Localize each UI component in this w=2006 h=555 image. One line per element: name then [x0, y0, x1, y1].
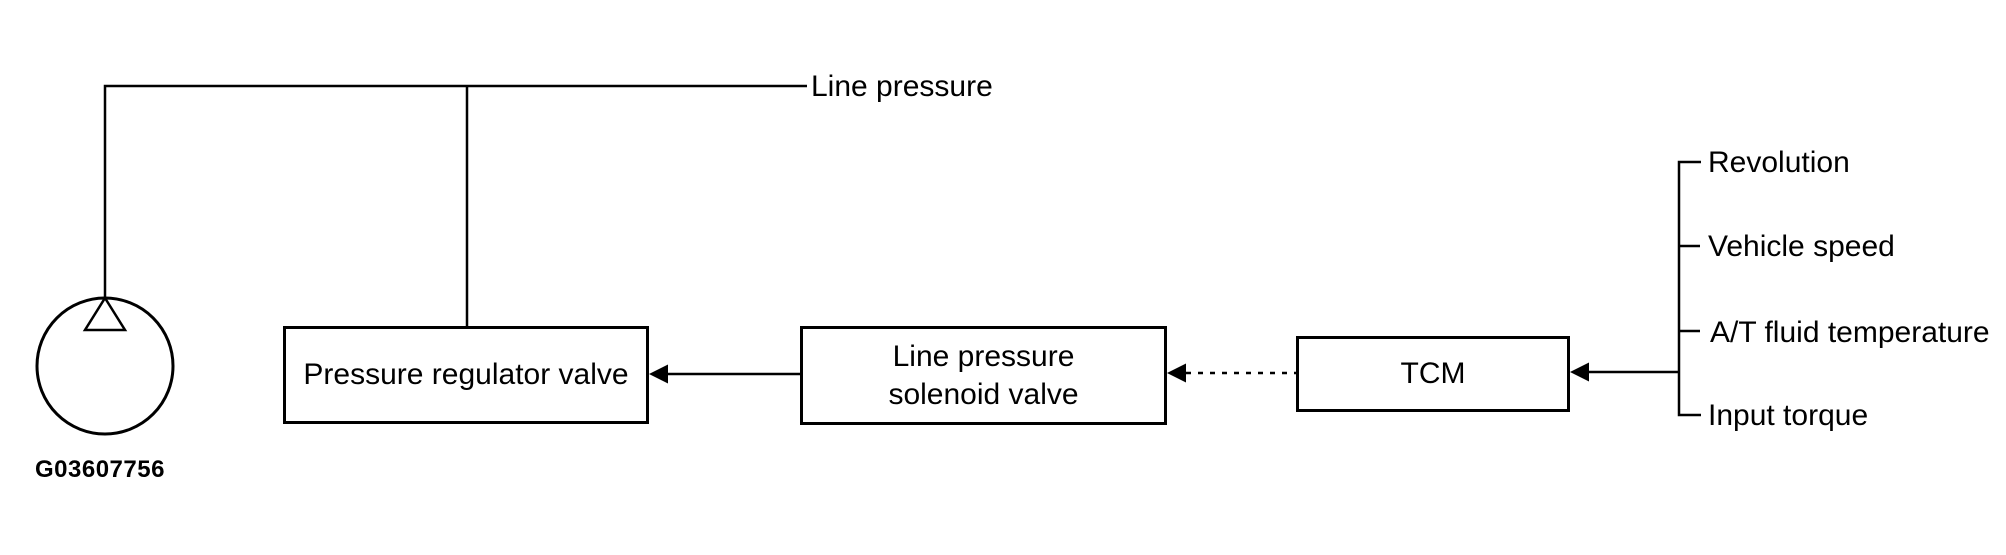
tcm-label: TCM [1400, 357, 1466, 390]
arrowhead-left-icon [1570, 362, 1589, 382]
input-label-input-torque: Input torque [1708, 399, 1869, 432]
figure-id-label: G03607756 [35, 456, 165, 483]
input-label-at-fluid-temperature: A/T fluid temperature [1710, 316, 1990, 349]
tcm-to-solenoid-dashed-arrow [1167, 363, 1296, 383]
inputs-to-tcm-arrow [1570, 362, 1679, 382]
arrowhead-left-icon [1167, 363, 1186, 383]
line-pressure-solenoid-valve-box: Line pressure solenoid valve [800, 326, 1167, 425]
pressure-regulator-valve-box: Pressure regulator valve [283, 326, 649, 424]
input-label-vehicle-speed: Vehicle speed [1708, 230, 1895, 263]
line-pressure-solenoid-valve-label-line2: solenoid valve [888, 377, 1079, 411]
line-pressure-label: Line pressure [811, 70, 993, 103]
pump-icon [35, 295, 175, 436]
line-pressure-rail [103, 84, 807, 299]
pump-triangle-icon [82, 295, 128, 332]
arrowhead-left-icon [649, 364, 668, 384]
input-label-revolution: Revolution [1708, 146, 1850, 179]
pressure-regulator-valve-label: Pressure regulator valve [303, 358, 629, 391]
solenoid-to-regulator-arrow [649, 364, 800, 384]
line-pressure-solenoid-valve-label-line1: Line pressure [892, 339, 1075, 373]
tcm-inputs-bracket [1677, 160, 1701, 417]
tcm-box: TCM [1296, 336, 1570, 412]
